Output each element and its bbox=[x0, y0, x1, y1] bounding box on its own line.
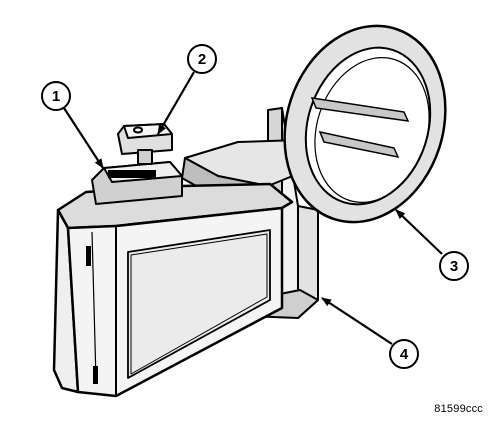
figure-id: 81599ccc bbox=[434, 403, 483, 415]
callout-2: 2 bbox=[187, 44, 217, 74]
callout-4: 4 bbox=[389, 339, 419, 369]
svg-text:1: 1 bbox=[52, 88, 60, 105]
callout-3: 3 bbox=[439, 251, 469, 281]
svg-text:3: 3 bbox=[450, 258, 458, 275]
electrical-connector bbox=[91, 161, 183, 205]
callout-1: 1 bbox=[41, 81, 71, 111]
callout-4-leader bbox=[321, 297, 393, 345]
ring-housing bbox=[283, 24, 447, 224]
connector-latch bbox=[117, 123, 173, 165]
callout-3-leader bbox=[395, 209, 443, 255]
callout-2-leader bbox=[157, 71, 195, 135]
svg-text:4: 4 bbox=[400, 346, 409, 363]
module-body bbox=[52, 182, 294, 398]
svg-text:2: 2 bbox=[198, 51, 206, 68]
callout-1-leader bbox=[63, 107, 104, 169]
